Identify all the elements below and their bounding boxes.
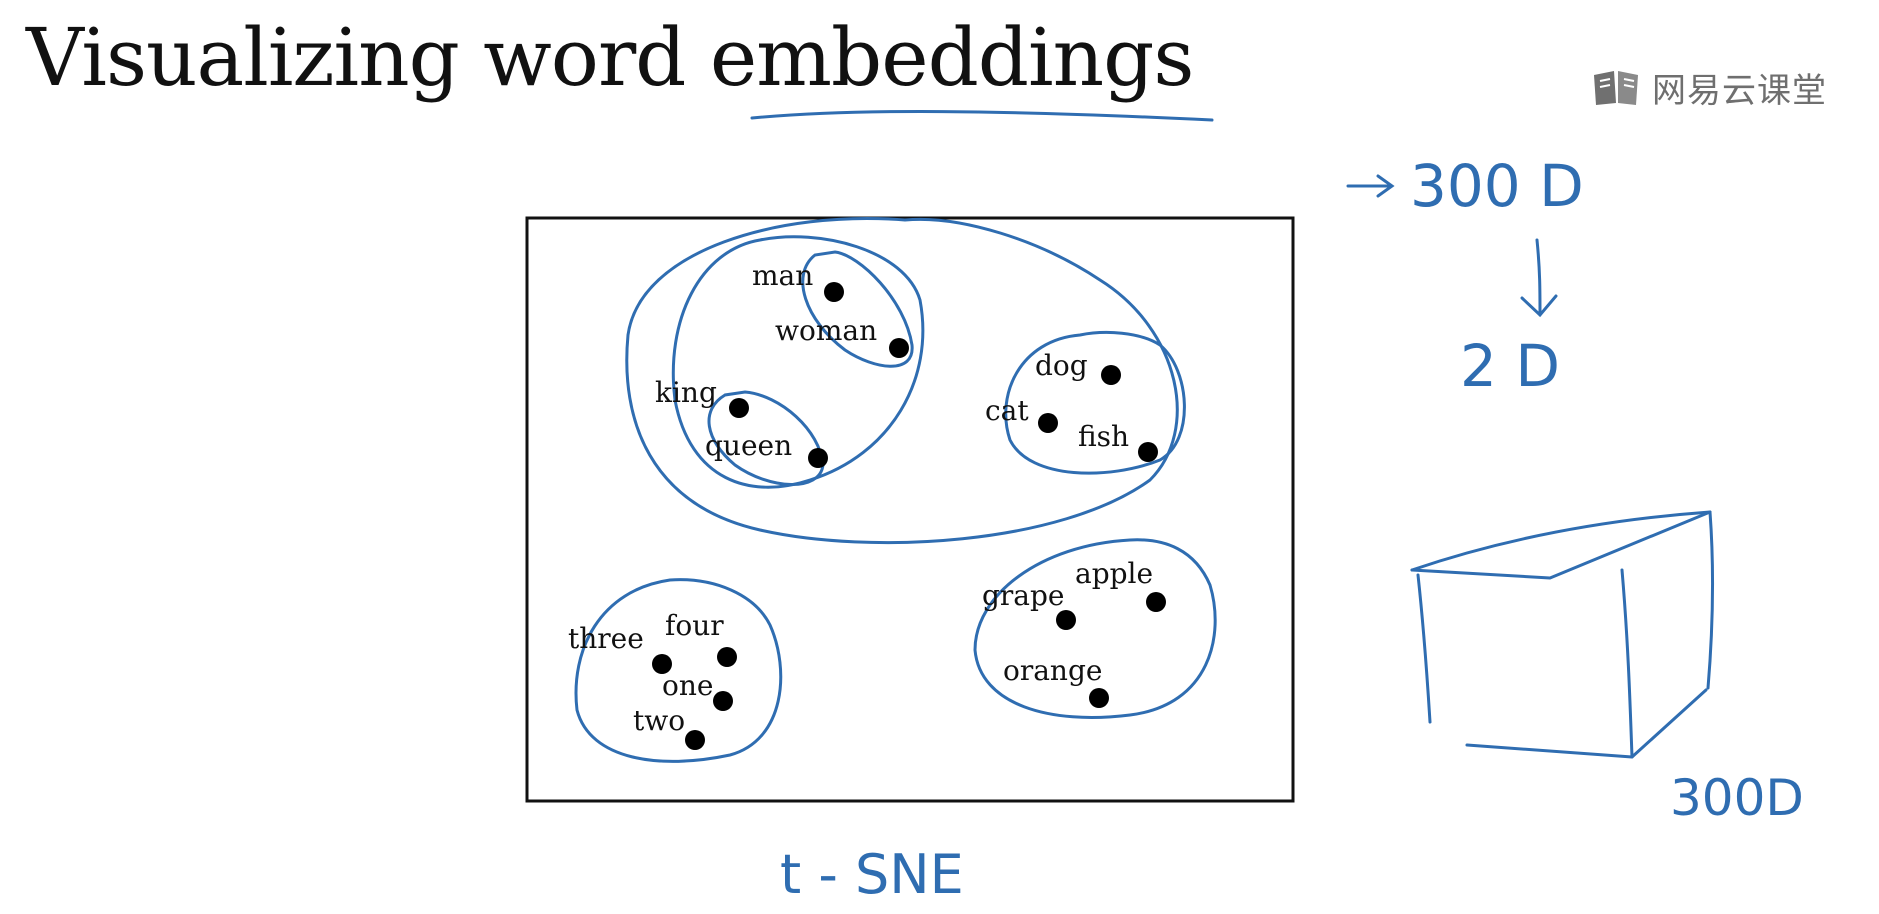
word-label: grape [982, 579, 1065, 612]
open-book-icon [1594, 71, 1638, 105]
arrow-icon-down [1520, 238, 1558, 318]
word-point [713, 691, 733, 711]
slide-title: Visualizing word embeddings [26, 11, 1194, 104]
word-label: woman [775, 314, 877, 347]
word-label: fish [1078, 420, 1129, 453]
dimension-high-label: 300 D [1410, 152, 1584, 220]
word-label: queen [705, 429, 792, 462]
cluster-outline-numbers [574, 578, 783, 763]
title-underline [750, 110, 1214, 122]
cluster-outline-king-queen [707, 390, 825, 486]
word-point [717, 647, 737, 667]
word-point [729, 398, 749, 418]
word-label: dog [1035, 349, 1088, 382]
word-label: king [655, 376, 717, 409]
word-point [889, 338, 909, 358]
word-label: one [662, 669, 713, 702]
word-label: three [568, 622, 644, 655]
word-point [652, 654, 672, 674]
word-point [824, 282, 844, 302]
word-point [1138, 442, 1158, 462]
word-point [1146, 592, 1166, 612]
word-point [1089, 688, 1109, 708]
word-label: orange [1003, 654, 1102, 687]
word-label: apple [1075, 557, 1153, 590]
tsne-plot-frame [525, 216, 1295, 803]
cube-dimension-label: 300D [1670, 769, 1804, 827]
cluster-outline-people-animals [625, 216, 1179, 545]
word-point [685, 730, 705, 750]
word-points: man woman king queen dog cat fish three … [568, 259, 1166, 750]
word-point [1101, 365, 1121, 385]
word-label: two [633, 704, 685, 737]
word-point [1056, 610, 1076, 630]
cluster-outline-fruits [973, 538, 1217, 719]
logo-text: 网易云课堂 [1652, 70, 1827, 111]
cube-sketch [1410, 510, 1715, 759]
word-label: four [665, 609, 724, 642]
word-label: man [752, 259, 813, 292]
word-point [1038, 413, 1058, 433]
word-label: cat [985, 394, 1029, 427]
cluster-outline-animals [1004, 330, 1186, 475]
cluster-outline-man-woman [801, 250, 914, 368]
method-label: t - SNE [780, 843, 964, 906]
dimension-low-label: 2 D [1460, 332, 1560, 400]
arrow-icon-right [1346, 174, 1395, 198]
word-point [808, 448, 828, 468]
logo: 网易云课堂 [1592, 62, 1827, 112]
